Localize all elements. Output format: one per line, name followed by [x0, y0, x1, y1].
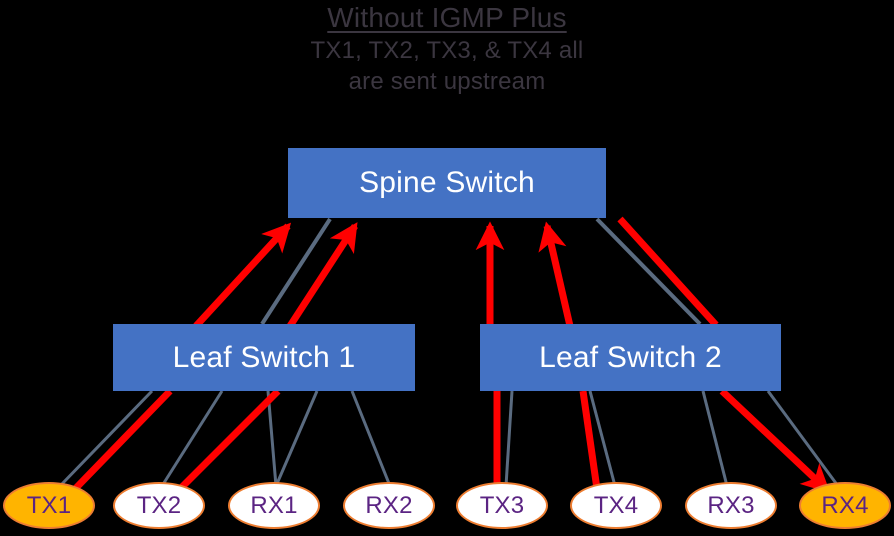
host-node-rx1[interactable]: RX1: [228, 482, 320, 529]
page-title: Without IGMP Plus: [327, 2, 567, 33]
host-node-tx2[interactable]: TX2: [113, 482, 205, 529]
link-leaf2-tx3: [504, 390, 514, 487]
leaf-to-spine-highlight: [193, 221, 574, 329]
uplink-leaf2-spine-normal: [595, 217, 702, 326]
link-leaf1-rx2: [350, 390, 392, 487]
uplinks-normal: [260, 217, 702, 326]
leaf2-downlinks-normal: [504, 390, 840, 487]
spine-switch-node[interactable]: Spine Switch: [288, 148, 606, 218]
leaf1-downlinks-normal: [58, 389, 392, 488]
link-leaf1-tx1: [58, 389, 154, 488]
flow-leaf1-spine-a: [193, 222, 292, 329]
host-node-tx3[interactable]: TX3: [456, 482, 548, 529]
host-node-rx3[interactable]: RX3: [685, 482, 777, 529]
subtitle-line-1: TX1, TX2, TX3, & TX4 all: [310, 37, 584, 64]
flow-leaf2-rx4: [719, 388, 831, 494]
link-leaf1-tx2: [160, 390, 224, 487]
host-node-rx4[interactable]: RX4: [799, 482, 891, 529]
subtitle-line-2: are sent upstream: [348, 68, 546, 95]
link-leaf1-rx1: [266, 390, 278, 487]
link-leaf2-rx3: [701, 390, 729, 487]
leaf-switch-2-node[interactable]: Leaf Switch 2: [480, 324, 781, 391]
host-node-rx2[interactable]: RX2: [343, 482, 435, 529]
flow-leaf1-spine-b: [287, 222, 358, 328]
flow-tx4-leaf2: [579, 390, 601, 490]
host-node-tx1[interactable]: TX1: [3, 482, 95, 529]
uplink-leaf1-spine-normal: [260, 217, 332, 326]
host-to-leaf-highlight: [72, 388, 601, 492]
leaf-switch-1-node[interactable]: Leaf Switch 1: [113, 324, 415, 391]
flow-tx1-leaf1: [72, 388, 173, 492]
title-block: Without IGMP Plus TX1, TX2, TX3, & TX4 a…: [0, 0, 894, 97]
flow-tx2-leaf1: [177, 388, 281, 492]
flow-leaf2-spine-b: [538, 221, 574, 327]
flow-spine-leaf2: [617, 216, 719, 328]
link-leaf1-rx1-b: [274, 390, 319, 487]
link-leaf2-tx4: [588, 390, 617, 487]
host-node-tx4[interactable]: TX4: [570, 482, 662, 529]
